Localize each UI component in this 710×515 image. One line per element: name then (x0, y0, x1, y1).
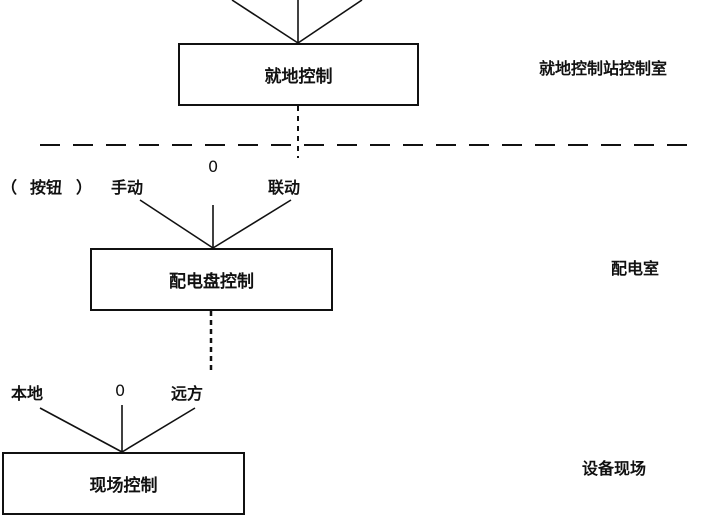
switch-middle-zero-label: 0 (208, 157, 219, 176)
room-label-equipment-field: 设备现场 (582, 459, 647, 478)
bottom-switch-line-left (39, 407, 123, 453)
button-label: 按钮 (30, 178, 63, 197)
button-paren-close: ） (76, 178, 93, 197)
switch-linked-label: 联动 (268, 178, 301, 197)
button-paren-open: （ (1, 178, 18, 197)
top-input-line-left (231, 0, 299, 44)
panel-control-box-label: 配电盘控制 (169, 272, 254, 292)
middle-switch-line-right (212, 199, 292, 249)
field-control-box: 现场控制 (2, 452, 245, 515)
switch-manual-label: 手动 (111, 178, 144, 197)
switch-local-label: 本地 (11, 384, 44, 403)
room-label-control-station: 就地控制站控制室 (539, 59, 668, 78)
top-input-line-right (297, 0, 363, 44)
middle-switch-line-left (139, 199, 214, 249)
panel-control-box: 配电盘控制 (90, 248, 333, 311)
local-control-box-label: 就地控制 (264, 67, 333, 87)
switch-remote-label: 远方 (171, 384, 204, 403)
switch-bottom-zero-label: 0 (115, 381, 126, 400)
local-control-box: 就地控制 (178, 43, 419, 106)
bottom-switch-line-right (121, 407, 196, 453)
field-control-box-label: 现场控制 (89, 476, 158, 496)
room-label-distribution: 配电室 (611, 259, 660, 278)
